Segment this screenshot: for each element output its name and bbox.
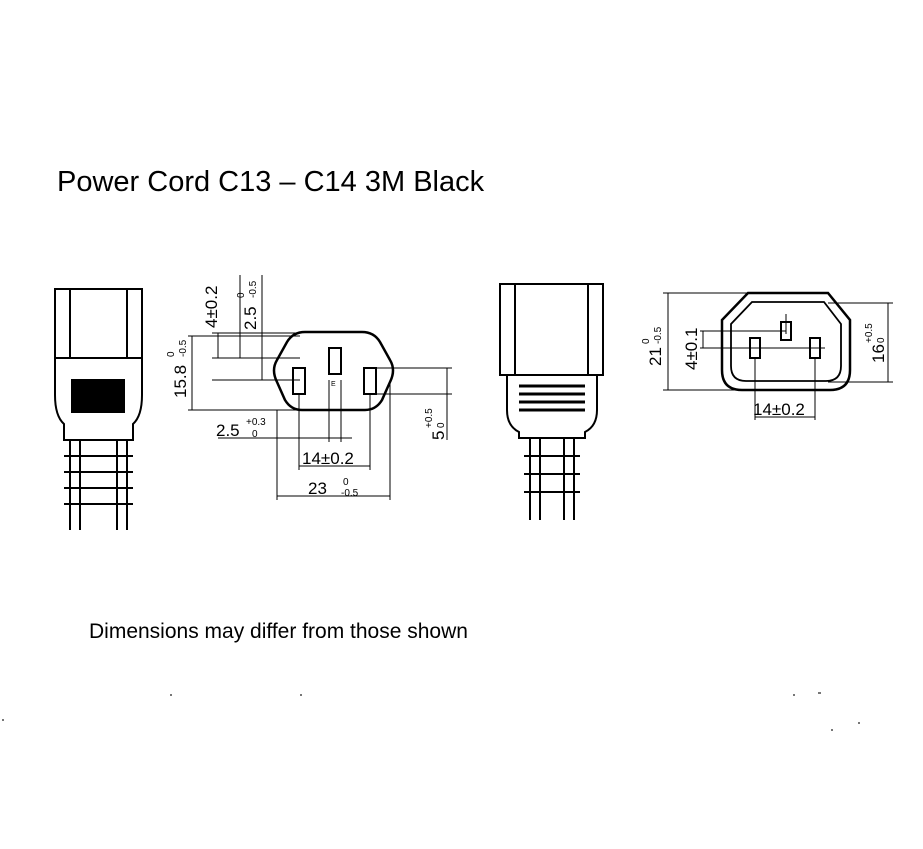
svg-text:+0.3: +0.3: [246, 417, 266, 428]
dim-c13-pin-spacing: 14±0.2: [302, 449, 354, 468]
svg-text:0: 0: [166, 351, 177, 357]
c13-dimension-lines: [188, 275, 452, 500]
svg-text:0: 0: [236, 292, 247, 298]
svg-text:5: 5: [429, 431, 448, 440]
svg-text:2.5: 2.5: [216, 421, 240, 440]
page-title: Power Cord C13 – C14 3M Black: [57, 166, 485, 198]
svg-text:0: 0: [876, 337, 887, 343]
svg-text:14±0.2: 14±0.2: [302, 449, 354, 468]
svg-text:-0.5: -0.5: [248, 280, 259, 298]
dim-c14-pin-spacing: 14±0.2: [753, 400, 805, 419]
svg-text:23: 23: [308, 479, 327, 498]
svg-text:0: 0: [343, 477, 349, 488]
c13-side-view: [54, 288, 143, 530]
svg-text:14±0.2: 14±0.2: [753, 400, 805, 419]
svg-text:2.5: 2.5: [241, 306, 260, 330]
c14-side-view: [499, 283, 604, 520]
dim-c13-earth-offset: 2.5 0 -0.5: [236, 280, 260, 330]
c14-dimension-lines: [663, 292, 893, 420]
c14-front-view: [720, 291, 852, 392]
dim-c14-inner-height: 16 +0.5 0: [864, 323, 888, 363]
dimensions-note: Dimensions may differ from those shown: [89, 620, 468, 643]
dim-c13-height: 15.8 0 -0.5: [166, 339, 190, 398]
dim-c13-top-offset: 4±0.2: [202, 286, 221, 328]
svg-text:16: 16: [869, 344, 888, 363]
svg-text:4±0.2: 4±0.2: [202, 286, 221, 328]
svg-text:15.8: 15.8: [171, 365, 190, 398]
svg-text:0: 0: [641, 338, 652, 344]
svg-text:+0.5: +0.5: [424, 408, 435, 428]
dim-c13-width: 23 0 -0.5: [308, 477, 359, 499]
svg-text:4±0.1: 4±0.1: [682, 328, 701, 370]
svg-text:0: 0: [436, 422, 447, 428]
dim-c13-pin-depth: 5 +0.5 0: [424, 408, 448, 440]
svg-text:21: 21: [646, 347, 665, 366]
stray-marks: [2, 692, 860, 731]
svg-text:-0.5: -0.5: [341, 488, 359, 499]
svg-text:+0.5: +0.5: [864, 323, 875, 343]
earth-mark-c13: E: [331, 381, 336, 388]
svg-text:-0.5: -0.5: [178, 339, 189, 357]
dim-c14-earth-offset: 4±0.1: [682, 328, 701, 370]
svg-text:0: 0: [252, 429, 258, 440]
dim-c14-height: 21 0 -0.5: [641, 326, 665, 366]
svg-text:-0.5: -0.5: [653, 326, 664, 344]
c13-front-view: [272, 330, 395, 412]
dim-c13-pin-offset: 2.5 +0.3 0: [216, 417, 266, 440]
